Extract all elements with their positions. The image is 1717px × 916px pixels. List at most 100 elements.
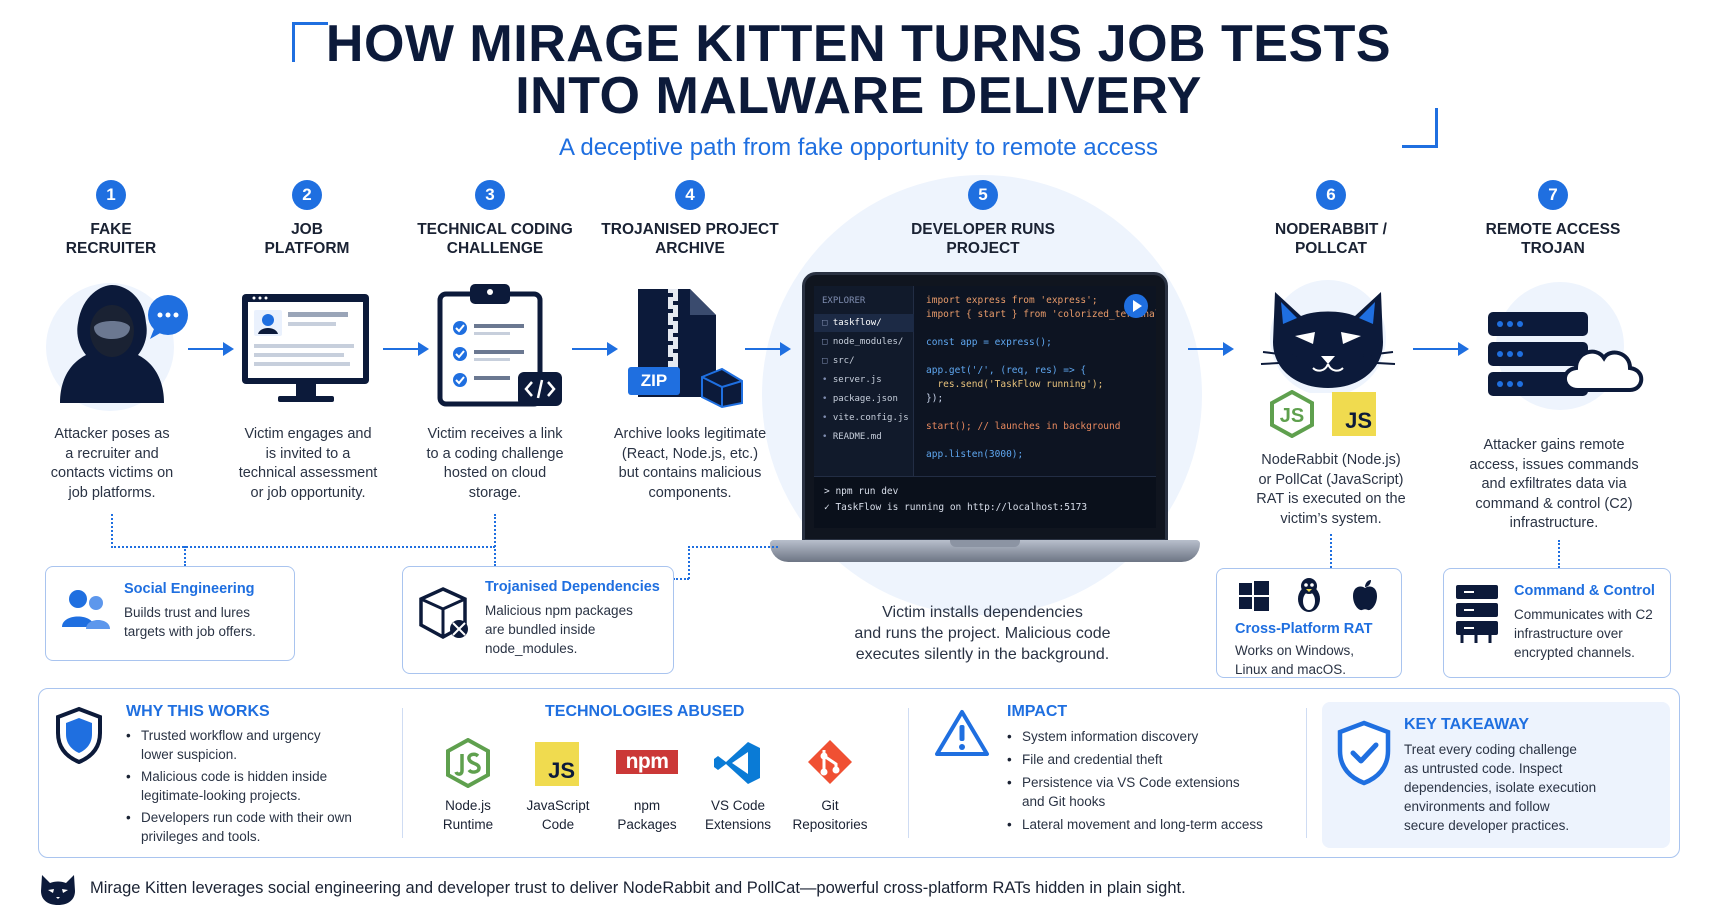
connector-dot-1	[111, 514, 113, 548]
impact-item-4: Lateral movement and long-term access	[1007, 815, 1287, 834]
server-cloud-icon	[1480, 278, 1650, 413]
step-number-4: 4	[675, 180, 705, 210]
card-social-title: Social Engineering	[124, 581, 255, 597]
why-title: WHY THIS WORKS	[126, 703, 270, 720]
explorer-file-item[interactable]: • server.js	[814, 371, 914, 389]
step-desc-6: NodeRabbit (Node.js)or PollCat (JavaScri…	[1256, 452, 1406, 527]
javascript-logo-icon-2: JS	[535, 742, 579, 786]
folder-icon: □	[822, 318, 833, 328]
card-c2-title: Command & Control	[1514, 583, 1655, 599]
npm-logo-icon: npm	[616, 750, 678, 774]
profile-monitor-icon	[238, 290, 373, 410]
summary-panel	[38, 688, 1680, 858]
connector-dot-social	[184, 546, 186, 566]
explorer-file-label: taskflow/	[832, 318, 882, 328]
connector-dot-3	[494, 514, 496, 566]
takeaway-title: KEY TAKEAWAY	[1404, 716, 1530, 733]
javascript-logo-icon: JS	[1332, 392, 1376, 436]
clipboard-checklist-icon	[436, 280, 566, 410]
explorer-file-item[interactable]: □ node_modules/	[814, 333, 914, 351]
tech-title: TECHNOLOGIES ABUSED	[545, 703, 745, 720]
laptop-screen: EXPLORER □ taskflow/□ node_modules/□ src…	[814, 286, 1156, 528]
play-icon	[1133, 300, 1142, 312]
users-icon	[62, 590, 110, 629]
explorer-file-label: src/	[832, 356, 855, 366]
explorer-file-item[interactable]: □ taskflow/	[814, 314, 914, 332]
explorer-file-item[interactable]: • README.md	[814, 428, 914, 446]
apple-icon	[1353, 580, 1377, 611]
explorer-file-item[interactable]: • package.json	[814, 390, 914, 408]
explorer-file-label: server.js	[832, 375, 882, 385]
step-number-2: 2	[292, 180, 322, 210]
file-icon: •	[822, 394, 833, 404]
shield-icon	[56, 706, 102, 764]
code-line: app.get('/', (req, res) => {	[926, 365, 1087, 376]
flow-arrow-2-3	[383, 342, 429, 356]
windows-icon	[1239, 581, 1269, 611]
connector-dot-7	[1558, 540, 1560, 568]
flow-arrow-3-4	[572, 342, 618, 356]
page-title: HOW MIRAGE KITTEN TURNS JOB TESTS INTO M…	[325, 15, 1392, 125]
footer-text: Mirage Kitten leverages social engineeri…	[90, 879, 1186, 897]
nodejs-logo-icon: JS	[1268, 389, 1316, 439]
code-line: start(); // launches in background	[926, 421, 1121, 432]
run-button[interactable]	[1124, 294, 1148, 318]
card-deps-title: Trojanised Dependencies	[485, 579, 660, 595]
step-number-5: 5	[968, 180, 998, 210]
laptop-icon: EXPLORER □ taskflow/□ node_modules/□ src…	[770, 272, 1200, 582]
corner-bracket-top-left	[292, 22, 328, 62]
page-subtitle: A deceptive path from fake opportunity t…	[559, 134, 1158, 161]
linux-tux-icon	[1298, 578, 1320, 612]
explorer-file-item[interactable]: □ src/	[814, 352, 914, 370]
folder-icon: □	[822, 337, 833, 347]
separator-3	[1306, 708, 1307, 838]
impact-item-1: System information discovery	[1007, 727, 1287, 746]
step-number-3: 3	[475, 180, 505, 210]
card-crossplatform-text: Works on Windows,Linux and macOS.	[1235, 643, 1355, 677]
card-cross-platform-rat: Cross-Platform RAT Works on Windows,Linu…	[1216, 568, 1402, 678]
file-icon: •	[822, 375, 833, 385]
code-line: const app = express();	[926, 337, 1052, 348]
code-line: res.send('TaskFlow running');	[926, 379, 1104, 390]
laptop-notch	[950, 540, 1020, 547]
laptop-base	[770, 540, 1200, 562]
explorer-file-item[interactable]: • vite.config.js	[814, 409, 914, 427]
nodejs-logo-icon	[446, 738, 490, 788]
separator-1	[402, 708, 403, 838]
flow-arrow-4-5	[745, 342, 791, 356]
connector-dot-deps-laptop-v	[688, 546, 690, 579]
code-line: app.listen(3000);	[926, 449, 1024, 460]
terminal-panel: > npm run dev ✓ TaskFlow is running on h…	[814, 476, 1156, 528]
cat-logo-icon	[41, 875, 75, 905]
zip-label: ZIP	[640, 371, 668, 390]
code-line: import { start } from 'colorized_termina…	[926, 309, 1156, 320]
impact-item-2: File and credential theft	[1007, 750, 1287, 769]
impact-title: IMPACT	[1007, 703, 1068, 720]
connector-dot-6	[1330, 534, 1332, 568]
code-editor: import express from 'express';import { s…	[926, 294, 1156, 474]
connector-dot-deps-laptop	[673, 578, 689, 580]
connector-dot-1-3	[111, 546, 495, 548]
hooded-hacker-icon	[42, 275, 192, 415]
explorer-panel: EXPLORER □ taskflow/□ node_modules/□ src…	[814, 286, 914, 476]
terminal-line-2: ✓ TaskFlow is running on http://localhos…	[824, 502, 1088, 513]
card-trojanised-dependencies: Trojanised Dependencies Malicious npm pa…	[402, 566, 674, 674]
file-icon: •	[822, 432, 833, 442]
step-number-1: 1	[96, 180, 126, 210]
git-logo-icon	[808, 740, 852, 784]
